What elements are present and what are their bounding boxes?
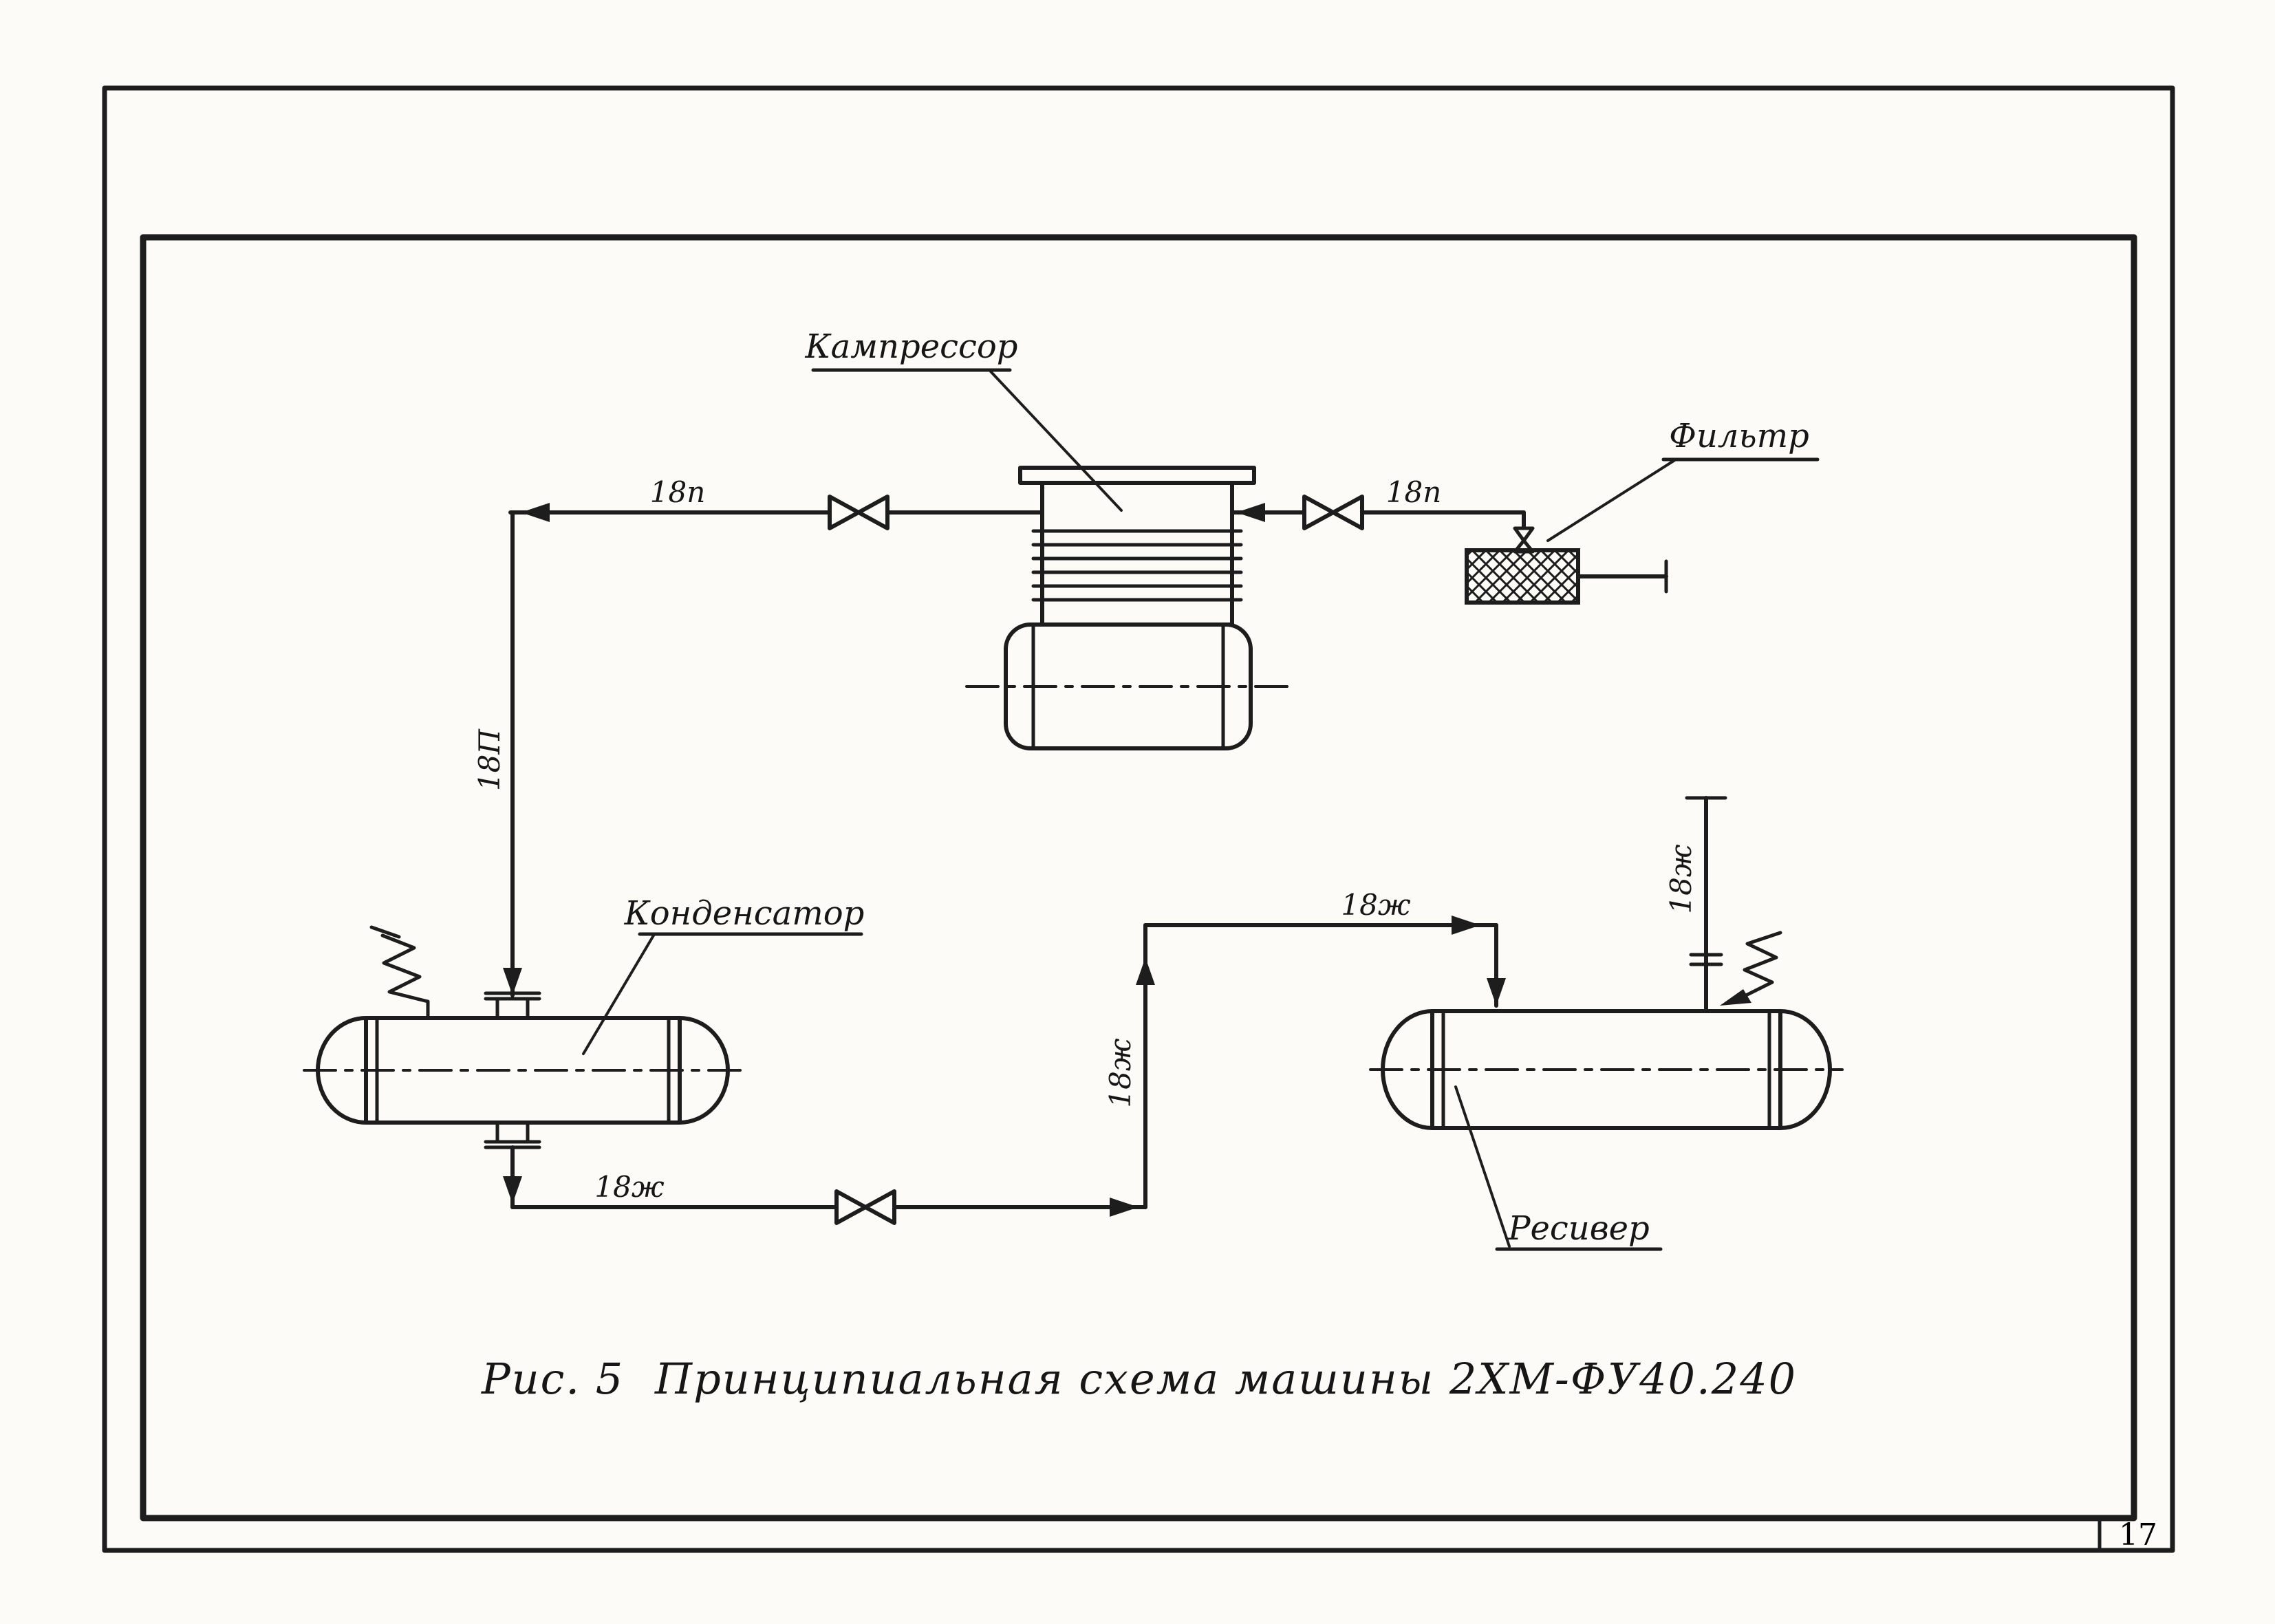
pipe-label-liquid-riser: 18ж — [1103, 1038, 1137, 1107]
compressor-label: Кампрессор — [805, 327, 1018, 366]
compressor-housing — [1004, 622, 1253, 750]
frame-inner — [140, 234, 2137, 1522]
pipe-liquid-bottom: 18ж — [503, 1145, 1147, 1225]
flow-arrow-into-compressor — [1236, 503, 1265, 522]
filter-inlet-valve-icon — [1513, 526, 1535, 543]
compressor-leader-line — [989, 370, 1123, 512]
pipe-label-discharge-vertical: 18П — [473, 728, 506, 791]
pipe-liquid-top: 18ж — [1143, 888, 1506, 1008]
valve-icon-liquid — [834, 1189, 867, 1225]
flow-arrow-condenser-outlet — [503, 1176, 522, 1204]
condenser-safety-valve-icon — [369, 925, 430, 1020]
compressor-top-flange — [1018, 466, 1256, 485]
pipe-discharge-horizontal: 18п — [508, 475, 1044, 530]
flow-arrow-liquid-right — [1110, 1198, 1139, 1217]
caption-figure-number: Рис. 5 — [481, 1354, 624, 1404]
condenser-leader-line — [582, 934, 655, 1055]
flow-arrow-into-receiver — [1487, 978, 1506, 1006]
condenser-label: Конденсатор — [624, 894, 865, 933]
caption-title: Принципиальная схема машины 2ХМ-ФУ40.240 — [654, 1354, 1797, 1404]
pipe-liquid-riser: 18ж — [1103, 923, 1155, 1209]
frame-outer — [102, 85, 2175, 1553]
flow-arrow-riser-up — [1136, 957, 1155, 985]
pipe-label-discharge: 18п — [650, 475, 706, 509]
condenser-outlet-nozzle — [484, 1120, 541, 1149]
condenser-symbol — [303, 925, 744, 1149]
pipe-label-liquid-out: 18ж — [594, 1170, 664, 1204]
filter-label: Фильтр — [1669, 417, 1809, 455]
flow-arrow-top-right — [1452, 916, 1480, 935]
pipe-label-suction: 18п — [1386, 475, 1442, 509]
receiver-safety-valve-icon — [1720, 931, 1782, 1006]
receiver-vent-line: 18ж — [1664, 796, 1727, 1010]
receiver-right-head — [1778, 1009, 1832, 1130]
receiver-symbol: 18ж — [1369, 796, 1844, 1130]
compressor-fins — [1031, 529, 1243, 602]
filter-symbol — [1465, 510, 1668, 605]
flow-arrow-discharge-left — [521, 503, 550, 522]
page-number: 17 — [2119, 1517, 2157, 1552]
filter-leader-line — [1546, 458, 1677, 542]
condenser-inlet-nozzle — [484, 991, 541, 1020]
pipe-suction-horizontal: 18п — [1230, 475, 1526, 530]
valve-icon-suction — [1302, 495, 1335, 530]
receiver-label: Ресивер — [1507, 1209, 1650, 1248]
flow-arrow-into-condenser — [503, 968, 522, 995]
valve-icon-discharge — [828, 495, 861, 530]
filter-body — [1465, 548, 1580, 605]
pipe-label-equalizer: 18ж — [1664, 844, 1698, 913]
pipe-label-liquid-in: 18ж — [1341, 888, 1410, 922]
pipe-discharge-vertical: 18П — [473, 510, 522, 997]
compressor-cylinder-body — [1040, 481, 1234, 627]
compressor-symbol — [965, 466, 1291, 750]
receiver-leader-line — [1454, 1085, 1511, 1248]
